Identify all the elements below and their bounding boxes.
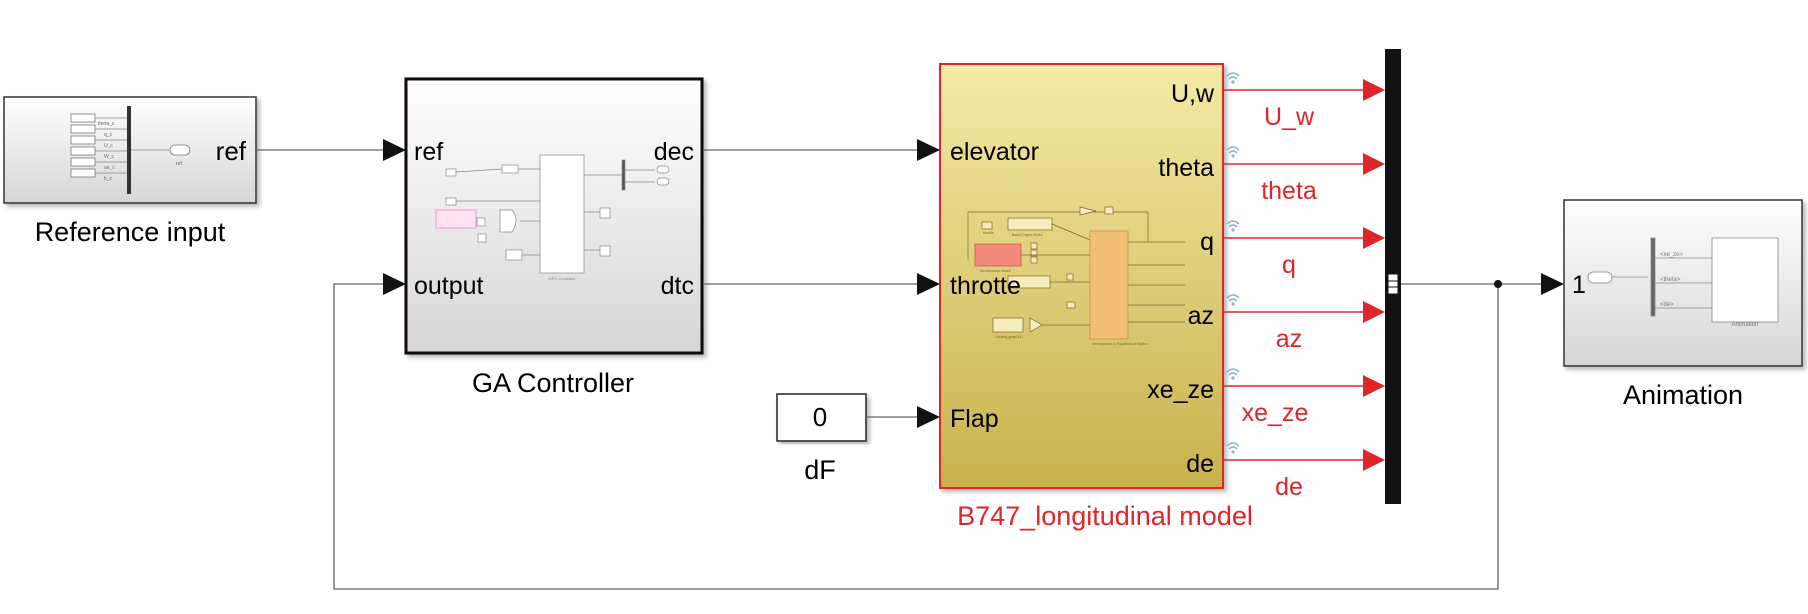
red-arrowheads [1363,79,1385,471]
b747-out-port-az-label: az [1188,302,1214,330]
reference-input-thumbnail: theta_c q_c U_c W_c ae_c h_c ref [70,106,191,194]
b747-in-port-flap-label: Flap [950,405,999,433]
b747-model-title: B747_longitudinal model [957,501,1253,531]
signal-name-theta: theta [1261,177,1317,205]
animation-inner-signal: <de> [1660,302,1674,308]
animation-title: Animation [1623,380,1743,410]
b747-out-port-theta-label: theta [1158,154,1214,182]
signal-name-q: q [1282,251,1296,279]
arrowhead [1363,449,1385,471]
animation-in-port-label: 1 [1572,271,1586,299]
arrowhead [917,139,940,161]
arrowhead [1363,79,1385,101]
b747-out-port-q-label: q [1200,228,1214,256]
b747-inner-label: Aerodynamic & Equations of Motion [1092,342,1148,346]
signal-logging-icon[interactable] [1226,442,1240,455]
signal-name-az: az [1276,325,1302,353]
signal-logging-icon[interactable] [1226,294,1240,307]
b747-out-port-de-label: de [1186,450,1214,478]
signal-name-xeze: xe_ze [1242,399,1309,427]
arrowhead [1363,301,1385,323]
black-arrowheads [383,139,1564,428]
arrowhead [1363,375,1385,397]
animation-thumbnail [1587,237,1779,323]
ref-inner-label: ae_c [104,165,115,171]
arrowhead [383,139,406,161]
arrowhead [917,273,940,295]
ref-inner-label: q_c [104,132,113,138]
ref-inner-label: theta_c [98,121,115,127]
ga-out-port-dtc-label: dtc [661,272,694,300]
ga-controller-title: GA Controller [472,368,634,398]
arrowhead [1541,273,1564,295]
signal-logging-icon[interactable] [1226,146,1240,159]
ga-controller-inner-label: MPC Controller [548,276,576,281]
b747-inner-label: Landing gear(0/1) [995,335,1023,339]
ref-inner-outport-label: ref [176,161,182,167]
b747-in-port-throttle-label: throtte [950,272,1021,300]
ref-output-port-label: ref [216,136,247,166]
ref-inner-label: W_c [104,154,115,160]
black-signal-lines [256,149,1543,590]
reference-input-title: Reference input [35,217,226,247]
signal-name-de: de [1275,473,1303,501]
b747-out-port-uw-label: U,w [1171,80,1215,108]
ga-controller-thumbnail [435,154,670,274]
ga-out-port-dec-label: dec [654,138,694,166]
ref-inner-label: h_c [104,176,113,182]
animation-block[interactable]: <xe_ze> <theta> <de> Animation 1 [1563,199,1803,367]
b747-thumbnail [967,206,1185,340]
arrowhead [1363,227,1385,249]
ref-inner-label: U_c [104,143,113,149]
reference-input-block[interactable]: theta_c q_c U_c W_c ae_c h_c ref ref [3,96,257,204]
df-constant-value: 0 [813,402,827,432]
mux-port-marker [1387,273,1399,295]
red-signal-lines [1223,89,1366,461]
arrowhead [917,406,940,428]
ga-in-port-output-label: output [414,272,484,300]
line-feedback-to-ga-output[interactable] [333,283,1499,590]
animation-inner-signal: <theta> [1660,277,1681,283]
df-constant-block[interactable]: 0 [776,393,867,442]
animation-inner-signal: <xe_ze> [1660,252,1684,258]
ga-controller-block[interactable]: MPC Controller ref output dec dtc [404,77,704,355]
arrowhead [383,273,406,295]
signal-logging-icon[interactable] [1226,368,1240,381]
ga-in-port-ref-label: ref [414,138,443,166]
signal-logging-icons [1226,72,1240,455]
branch-point [1494,280,1502,288]
b747-model-block[interactable]: throttle Basic Engine Model Aerodynamic … [939,63,1224,489]
df-constant-title: dF [804,455,836,485]
b747-inner-label: Basic Engine Model [1012,233,1043,237]
b747-in-port-elevator-label: elevator [950,138,1039,166]
signal-logging-icon[interactable] [1226,220,1240,233]
signal-name-uw: U_w [1264,103,1315,131]
arrowhead [1363,153,1385,175]
animation-inner-block-label: Animation [1732,322,1759,328]
b747-inner-label: Aerodynamic Model [980,269,1011,273]
b747-out-port-xeze-label: xe_ze [1147,376,1214,404]
b747-inner-label: throttle [983,231,994,235]
signal-logging-icon[interactable] [1226,72,1240,85]
